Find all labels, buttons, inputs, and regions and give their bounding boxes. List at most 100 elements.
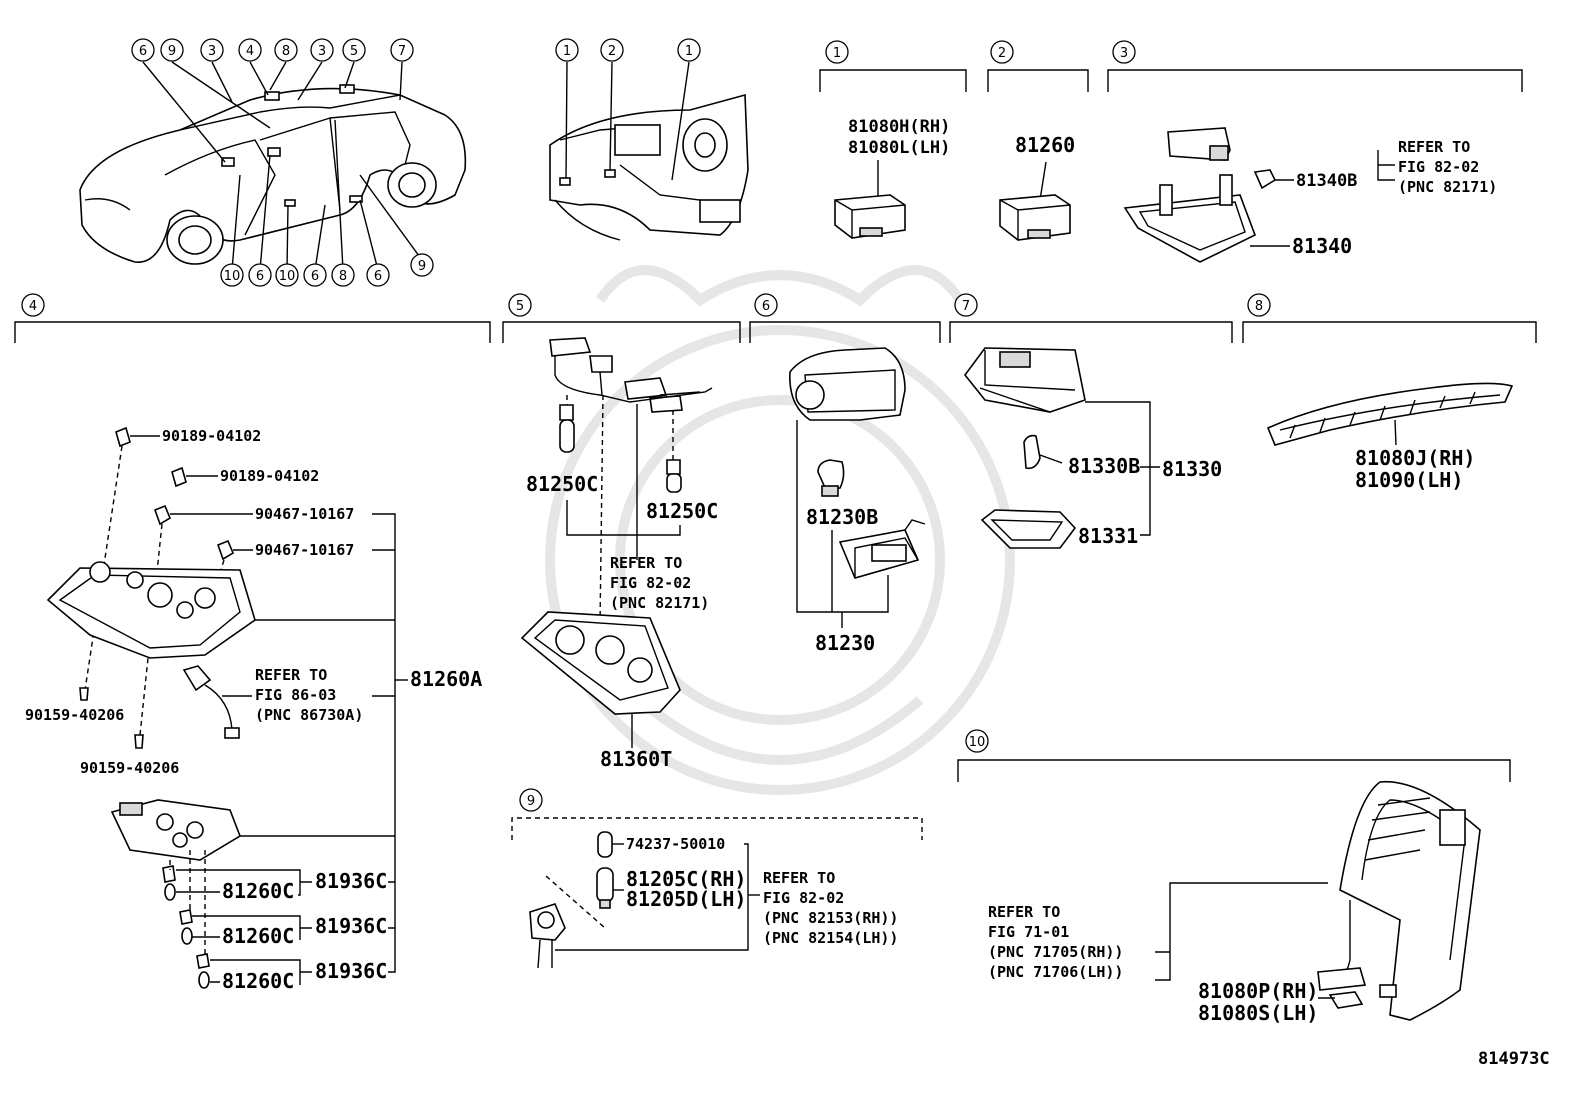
svg-text:3: 3 <box>1120 46 1128 61</box>
svg-text:5: 5 <box>350 44 358 59</box>
part-81080S-LH: 81080S(LH) <box>1198 1001 1318 1025</box>
figure-id: 814973C <box>1478 1049 1550 1069</box>
refer-4-line3: (PNC 86730A) <box>255 706 363 724</box>
car-callout-7: 7 <box>390 38 414 62</box>
part-90467-10167-b: 90467-10167 <box>255 541 354 559</box>
svg-text:6: 6 <box>139 44 147 59</box>
car-callout-10b: 10 <box>275 263 299 287</box>
refer-10-line4: (PNC 71706(LH)) <box>988 963 1123 981</box>
part-81340B: 81340B <box>1296 171 1357 191</box>
group-5: 5 81250C 81250C REFER TO FIG 82-02 (PNC … <box>502 293 741 771</box>
part-81080P-RH: 81080P(RH) <box>1198 979 1318 1003</box>
svg-text:8: 8 <box>282 44 290 59</box>
car-callout-6c: 6 <box>303 263 327 287</box>
svg-text:3: 3 <box>208 44 216 59</box>
part-81936C-c: 81936C <box>315 959 387 983</box>
svg-text:7: 7 <box>962 299 970 314</box>
svg-text:2: 2 <box>608 44 616 59</box>
refer-4-line1: REFER TO <box>255 666 327 684</box>
group-6: 6 81230B 81230 <box>749 293 941 655</box>
refer-5-line1: REFER TO <box>610 554 682 572</box>
refer-3-line3: (PNC 82171) <box>1398 178 1497 196</box>
group-2: 2 81260 <box>987 40 1089 241</box>
part-90159-40206-a: 90159-40206 <box>25 706 124 724</box>
car-callout-8b: 8 <box>331 263 355 287</box>
part-90189-04102-a: 90189-04102 <box>162 427 261 445</box>
group-1: 1 81080H(RH) 81080L(LH) <box>819 40 967 239</box>
refer-9-line1: REFER TO <box>763 869 835 887</box>
watermark-emblem <box>545 265 1015 795</box>
group-3: 3 81340B REFER TO FIG 82-02 (PNC 82171) … <box>1107 40 1523 263</box>
refer-5-line2: FIG 82-02 <box>610 574 691 592</box>
svg-text:9: 9 <box>418 259 426 274</box>
svg-text:10: 10 <box>279 269 296 284</box>
part-81340: 81340 <box>1292 234 1352 258</box>
part-81250C-b: 81250C <box>646 499 718 523</box>
refer-10-line3: (PNC 71705(RH)) <box>988 943 1123 961</box>
car-callout-3b: 3 <box>310 38 334 62</box>
group-8: 8 81080J(RH) 81090(LH) <box>1242 293 1537 492</box>
svg-text:9: 9 <box>168 44 176 59</box>
refer-3-line1: REFER TO <box>1398 138 1470 156</box>
refer-4-line2: FIG 86-03 <box>255 686 336 704</box>
part-81260A: 81260A <box>410 667 482 691</box>
svg-text:10: 10 <box>969 735 986 750</box>
refer-10-line1: REFER TO <box>988 903 1060 921</box>
svg-text:2: 2 <box>998 46 1006 61</box>
car-callout-6b: 6 <box>248 263 272 287</box>
part-81205C-RH: 81205C(RH) <box>626 867 746 891</box>
car-callout-3: 3 <box>200 38 224 62</box>
car-callout-5: 5 <box>342 38 366 62</box>
refer-9-line4: (PNC 82154(LH)) <box>763 929 898 947</box>
svg-text:8: 8 <box>339 269 347 284</box>
group-10: 10 REFER TO FIG 71-01 (PNC 71705(RH)) (P… <box>957 729 1511 1025</box>
car-callout-4: 4 <box>238 38 262 62</box>
car-callout-8: 8 <box>274 38 298 62</box>
part-81080J-RH: 81080J(RH) <box>1355 446 1475 470</box>
refer-9-line2: FIG 82-02 <box>763 889 844 907</box>
group-7: 7 81330B 81331 81330 <box>949 293 1233 549</box>
part-81330: 81330 <box>1162 457 1222 481</box>
part-81260C-a: 81260C <box>222 879 294 903</box>
dash-callout-2: 2 <box>600 38 624 62</box>
car-overview <box>79 61 467 271</box>
part-81080L-LH: 81080L(LH) <box>848 138 950 158</box>
car-callout-9: 9 <box>160 38 184 62</box>
part-81080H-RH: 81080H(RH) <box>848 117 950 137</box>
svg-text:6: 6 <box>256 269 264 284</box>
svg-text:7: 7 <box>398 44 406 59</box>
svg-text:6: 6 <box>311 269 319 284</box>
part-90189-04102-b: 90189-04102 <box>220 467 319 485</box>
car-callout-6: 6 <box>131 38 155 62</box>
refer-3-line2: FIG 82-02 <box>1398 158 1479 176</box>
part-81360T: 81360T <box>600 747 672 771</box>
svg-text:1: 1 <box>563 44 571 59</box>
car-callout-9b: 9 <box>410 253 434 277</box>
svg-text:1: 1 <box>685 44 693 59</box>
svg-text:8: 8 <box>1255 299 1263 314</box>
dash-callout-1: 1 <box>555 38 579 62</box>
svg-text:10: 10 <box>224 269 241 284</box>
group-4: 4 90189-04102 90189-04102 90467-10167 90… <box>14 293 491 993</box>
svg-text:6: 6 <box>374 269 382 284</box>
part-81260C-b: 81260C <box>222 924 294 948</box>
part-81205D-LH: 81205D(LH) <box>626 887 746 911</box>
svg-text:1: 1 <box>833 46 841 61</box>
part-90467-10167-a: 90467-10167 <box>255 505 354 523</box>
svg-text:3: 3 <box>318 44 326 59</box>
part-81330B: 81330B <box>1068 454 1140 478</box>
svg-text:4: 4 <box>246 44 254 59</box>
dash-callout-1b: 1 <box>677 38 701 62</box>
dashboard-view <box>549 61 749 241</box>
car-callout-6d: 6 <box>366 263 390 287</box>
part-81936C-b: 81936C <box>315 914 387 938</box>
part-81250C-a: 81250C <box>526 472 598 496</box>
car-callout-10: 10 <box>220 263 244 287</box>
group-9: 9 74237-50010 81205C(RH) 81205D(LH) REFE… <box>511 788 923 969</box>
part-81260C-c: 81260C <box>222 969 294 993</box>
part-74237-50010: 74237-50010 <box>626 835 725 853</box>
part-81230: 81230 <box>815 631 875 655</box>
part-81230B: 81230B <box>806 505 878 529</box>
svg-text:6: 6 <box>762 299 770 314</box>
